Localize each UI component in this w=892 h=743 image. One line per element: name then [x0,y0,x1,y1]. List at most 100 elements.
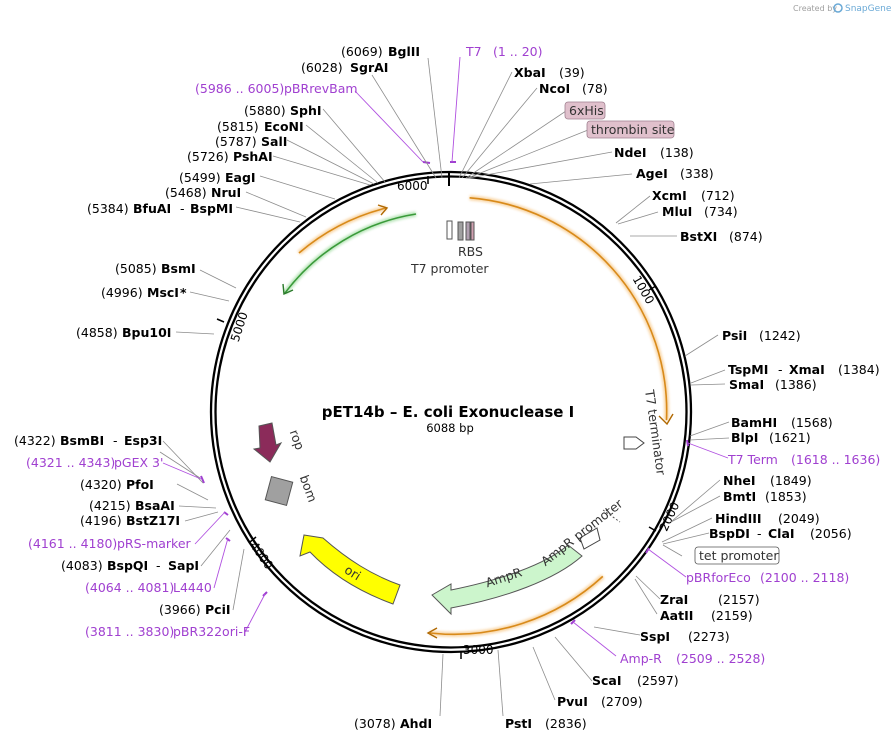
t7-promoter-shape [446,220,453,240]
pbr322ori-label: pBR322ori-F [173,624,250,639]
aatii-label: AatII [660,608,693,623]
ori-label: ori [342,562,364,583]
mlui-label: MluI [662,204,692,219]
site-labels: (6069) BglII (6028) SgrAI (5986 .. 6005)… [14,44,880,731]
tspmi-pos: (1384) [838,362,880,377]
sapi-label: SapI [168,558,199,573]
bsmi-pos: (5085) [115,261,157,276]
leader-lines [159,56,730,717]
pvui-label: PvuI [557,694,588,709]
bglii-pos: (6069) [341,44,383,59]
plasmid-title: pET14b – E. coli Exonuclease I [322,403,574,421]
sspi-label: SspI [640,629,670,644]
eagi-pos: (5499) [179,170,221,185]
smai-pos: (1386) [775,377,817,392]
tspmi-label: TspMI [728,362,768,377]
bspdi-label: BspDI [709,526,750,541]
pshai-label: PshAI [233,149,273,164]
pgex3-label: pGEX 3' [114,455,163,470]
ampr-primer-range: (2509 .. 2528) [676,651,765,666]
t7term-mark [686,439,689,447]
nhei-pos: (1849) [770,473,812,488]
pbrforeco-range: (2100 .. 2118) [760,570,849,585]
hindiii-label: HindIII [715,511,762,526]
bspdi-sep: - [757,526,762,541]
bom-label: bom [297,473,321,504]
psti-label: PstI [505,716,532,731]
tet-promoter-box [694,546,780,565]
msci-label: MscI [147,285,179,300]
tick-1000-mark [648,285,657,291]
ahdi-pos: (3078) [354,716,396,731]
t7-terminator-shape [623,436,645,450]
tick-5000-mark [216,318,225,323]
ahdi-label: AhdI [400,716,432,731]
tick-6000-label: 6000 [397,179,428,193]
aatii-pos: (2159) [711,608,753,623]
tet-promoter-label: tet promoter [699,548,779,563]
backbone-inner-strand [214,175,688,649]
pcii-pos: (3966) [159,602,201,617]
bstz17i-label: BstZ17I [126,513,180,528]
msci-star: * [180,285,187,300]
xbai-pos: (39) [559,65,585,80]
xcmi-label: XcmI [652,188,687,203]
sgrai-label: SgrAI [350,60,388,75]
rop-label: rop [287,428,308,452]
ampr-cds-arc [429,575,604,636]
tet-promoter-shape [579,527,601,550]
bsaai-label: BsaAI [135,498,175,513]
sgrai-pos: (6028) [301,60,343,75]
bamhi-label: BamHI [731,415,777,430]
psii-label: PsiI [722,328,747,343]
sphi-label: SphI [290,103,322,118]
pbrforeco-mark [645,547,650,554]
his-tag-shape [470,221,475,241]
green-cds-arrowhead [282,283,294,296]
psii-pos: (1242) [759,328,801,343]
bspqi-sep: - [156,558,161,573]
scai-label: ScaI [592,673,622,688]
ndei-label: NdeI [614,145,647,160]
sali-pos: (5787) [215,134,257,149]
rbs-label: RBS [458,244,483,259]
pbrrevbam-label: pBRrevBam [284,81,358,96]
bspmi-label: BspMI [190,201,233,216]
l4440-range: (4064 .. 4081) [85,580,174,595]
bstxi-pos: (874) [729,229,763,244]
blpi-pos: (1621) [769,430,811,445]
rbs-shape [465,221,471,241]
pgex3-range: (4321 .. 4343) [26,455,115,470]
sspi-pos: (2273) [688,629,730,644]
xcmi-pos: (712) [701,188,735,203]
bspqi-label: BspQI [107,558,148,573]
prs-marker-range: (4161 .. 4180) [28,536,117,551]
pcii-label: PciI [205,602,231,617]
ndei-pos: (138) [660,145,694,160]
green-cds-arc [284,213,417,294]
pshai-pos: (5726) [187,149,229,164]
exoI-cds-arc [469,197,668,421]
t7-promoter-label: T7 promoter [410,261,489,276]
rop-shape [252,422,283,463]
bmti-pos: (1853) [765,489,807,504]
agei-pos: (338) [680,166,714,181]
nrui-label: NruI [211,185,241,200]
prs-marker-label: pRS-marker [117,536,192,551]
bspdi-pos: (2056) [810,526,852,541]
ampr-arrowhead [426,627,438,639]
ampr-cds-shape [431,544,583,616]
ncoi-pos: (78) [582,81,608,96]
econi-pos: (5815) [217,119,259,134]
t7-primer-label: T7 [465,44,482,59]
snapgene-logo-text: SnapGene [845,4,892,14]
t7term-range: (1618 .. 1636) [791,452,880,467]
backbone-outer-strand [209,170,693,654]
smai-label: SmaI [729,377,764,392]
sali-label: SalI [261,134,287,149]
esp3i-label: Esp3I [124,433,162,448]
tick-4000-mark [249,536,257,543]
zrai-label: ZraI [660,592,688,607]
bfuai-label: BfuAI [133,201,171,216]
bpu10i-label: Bpu10I [122,325,171,340]
